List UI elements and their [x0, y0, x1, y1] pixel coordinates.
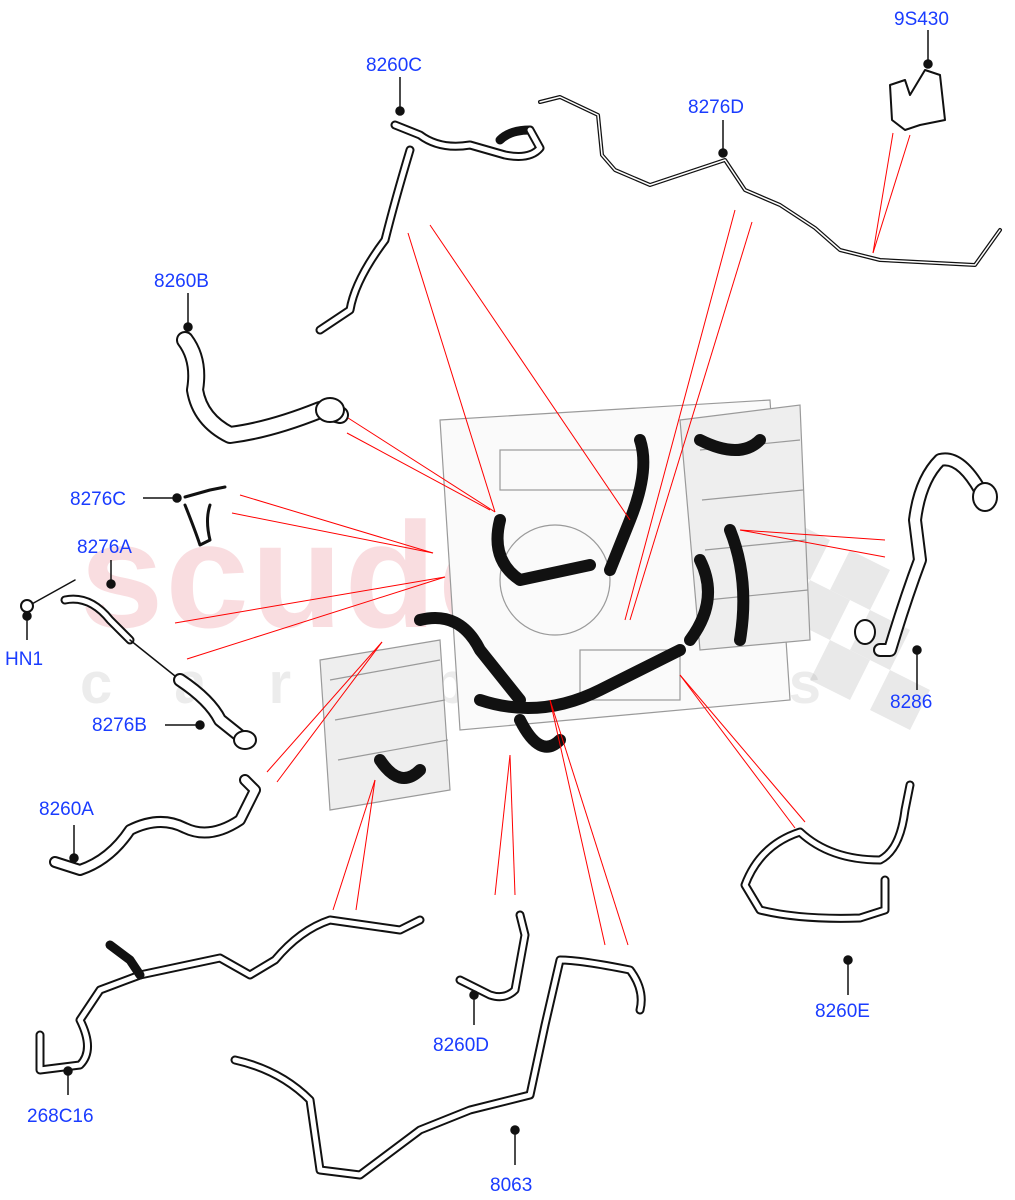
part-label-8260A[interactable]: 8260A — [39, 799, 94, 820]
part-label-8260B[interactable]: 8260B — [154, 271, 209, 292]
exploded-parts — [20, 69, 1002, 1180]
part-label-8276B[interactable]: 8276B — [92, 715, 147, 736]
part-label-8276C[interactable]: 8276C — [70, 489, 126, 510]
part-label-8276A[interactable]: 8276A — [77, 537, 132, 558]
part-label-8063[interactable]: 8063 — [490, 1175, 533, 1196]
callout-pointers — [22, 30, 933, 1165]
cooling-module-assembly — [319, 399, 811, 811]
part-label-8260E[interactable]: 8260E — [815, 1001, 870, 1022]
part-label-9S430[interactable]: 9S430 — [894, 9, 949, 30]
installed-hoses — [374, 434, 766, 784]
part-label-8260C[interactable]: 8260C — [366, 55, 422, 76]
part-label-8276D[interactable]: 8276D — [688, 97, 744, 118]
part-label-8286[interactable]: 8286 — [890, 692, 933, 713]
part-label-8260D[interactable]: 8260D — [433, 1035, 489, 1056]
part-label-268C16[interactable]: 268C16 — [27, 1106, 94, 1127]
part-label-HN1[interactable]: HN1 — [5, 649, 44, 670]
leader-lines — [174, 132, 911, 946]
